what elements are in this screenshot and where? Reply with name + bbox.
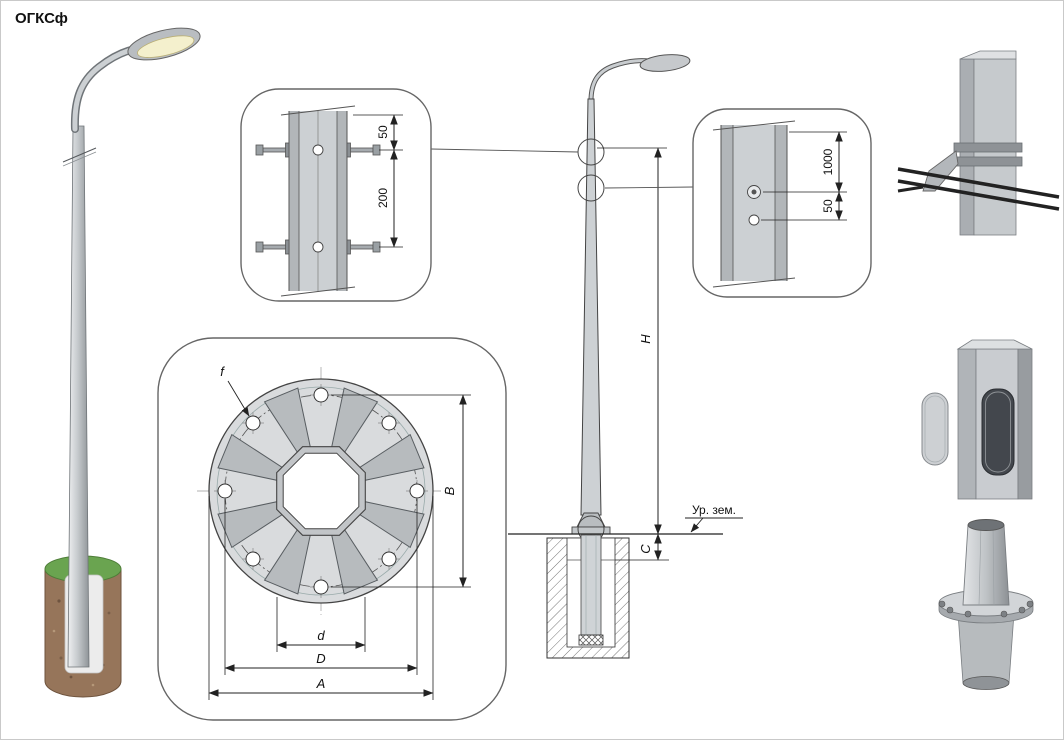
cable-tail <box>897 185 924 193</box>
break-line-top <box>712 120 796 131</box>
break-line-bottom <box>280 286 356 297</box>
joint-bolts <box>255 142 381 255</box>
pole-break-mark <box>62 147 97 167</box>
foundation-section <box>546 534 630 659</box>
lamp-arm-3d <box>70 44 144 133</box>
page-title: ОГКСф <box>15 10 68 27</box>
band-clamp-lower <box>953 156 1023 167</box>
cable-lower <box>897 179 1060 211</box>
detail-marker-hole <box>577 174 605 202</box>
pole-3d-render <box>44 27 201 698</box>
leader-hole-detail <box>604 186 694 189</box>
pole-shaft-3d <box>67 125 90 668</box>
callout-hole-detail: 1000 50 <box>692 108 872 298</box>
ground-level-label: Ур. зем. <box>692 503 736 517</box>
flange-plan <box>197 367 445 615</box>
pole-elevation-view: H C Ур. зем. <box>508 54 743 659</box>
embedded-pole-stub <box>580 534 602 636</box>
break-line-top <box>280 105 356 116</box>
cable-upper <box>897 167 1060 199</box>
elevation-lamp-head <box>639 54 691 72</box>
base-skirt <box>957 612 1015 684</box>
cable-suspension-render <box>897 50 1060 236</box>
elevation-pole-shaft <box>580 98 602 516</box>
dimension-H: H <box>597 147 667 535</box>
base-flange-bolts <box>938 600 1034 618</box>
dim-label-B: B <box>442 486 457 495</box>
cable-hole <box>748 214 760 226</box>
joint-dimensions: 50 200 <box>353 114 403 248</box>
joint-section <box>280 105 356 297</box>
dim-label-1000: 1000 <box>821 148 835 175</box>
dim-label-A: A <box>316 676 326 691</box>
wedge-clamp <box>922 150 959 192</box>
band-clamp-upper <box>953 142 1023 153</box>
flange-dimensions: f B d D A <box>208 364 471 700</box>
dim-label-50-hole: 50 <box>821 199 835 213</box>
door-opening <box>981 388 1015 476</box>
grout-pad <box>578 634 604 646</box>
base-shaft-opening <box>967 519 1005 531</box>
dim-label-200: 200 <box>376 188 390 208</box>
dim-label-f: f <box>220 364 225 379</box>
hole-section <box>712 120 796 288</box>
lamp-head-3d <box>127 27 201 61</box>
dim-label-50-top: 50 <box>376 125 390 139</box>
callout-flange-detail: f B d D A <box>157 337 507 721</box>
elevation-arm <box>588 58 652 104</box>
dim-label-H: H <box>638 334 653 344</box>
access-door-render <box>921 339 1033 500</box>
dimension-C: C <box>615 533 669 561</box>
break-line-bottom <box>712 277 796 288</box>
lamp-diffuser <box>137 35 195 58</box>
dim-label-d: d <box>317 628 325 643</box>
flange-base-render <box>938 519 1034 690</box>
dim-label-C: C <box>638 544 653 554</box>
pole-octagon-inner <box>282 452 360 530</box>
door-cover-plate <box>921 392 949 466</box>
hole-dimensions: 1000 50 <box>761 131 847 221</box>
dim-label-D: D <box>316 651 325 666</box>
base-shaft <box>962 524 1010 606</box>
ground-level-callout: Ур. зем. <box>685 503 743 533</box>
leader-joint-detail <box>430 148 579 153</box>
callout-joint-detail: 50 200 <box>240 88 432 302</box>
